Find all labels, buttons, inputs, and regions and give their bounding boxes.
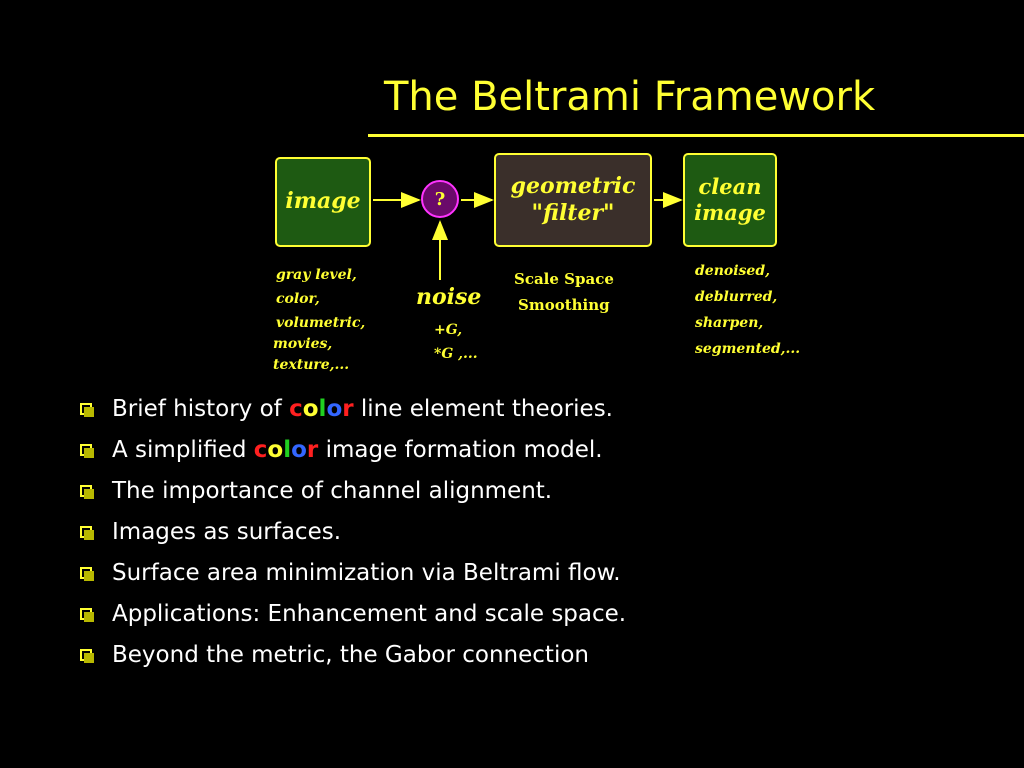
slide-title: The Beltrami Framework: [384, 74, 876, 120]
color-letter: o: [291, 436, 307, 463]
noise-types-list: +G, *G ,...: [434, 318, 478, 366]
bullet-text: Images as surfaces.: [112, 518, 342, 545]
color-letter: c: [289, 395, 303, 422]
filter-box-line-1: geometric: [510, 172, 636, 199]
color-letter: c: [253, 436, 268, 463]
bullet-item: A simplified color image formation model…: [80, 429, 626, 470]
bullet-item: Images as surfaces.: [80, 511, 626, 552]
bullet-text: Surface area minimization via Beltrami f…: [112, 559, 621, 586]
checkbox-bullet-icon: [80, 443, 94, 458]
output-type: denoised,: [695, 263, 770, 279]
input-type: gray level,: [276, 267, 357, 283]
image-box-label: image: [285, 188, 361, 215]
output-types-list: denoised, deblurred, sharpen, segmented,…: [695, 258, 800, 362]
output-type: deblurred,: [695, 289, 778, 305]
bullet-item: Applications: Enhancement and scale spac…: [80, 593, 626, 634]
noise-type: *G ,...: [434, 346, 478, 362]
bullet-text-prefix: A simplified: [112, 436, 254, 463]
bullet-text: Brief history of color line element theo…: [112, 396, 613, 422]
checkbox-bullet-icon: [80, 402, 94, 417]
color-letter: o: [267, 436, 284, 463]
clean-box-line-1: clean: [698, 173, 762, 199]
image-box: image: [275, 157, 371, 247]
bullet-text-suffix: image formation model.: [318, 436, 603, 463]
scale-space-line-2: Smoothing: [518, 296, 610, 314]
checkbox-bullet-icon: [80, 648, 94, 663]
color-letter: o: [302, 395, 319, 422]
bullet-item: Beyond the metric, the Gabor connection: [80, 634, 626, 675]
output-type: segmented,...: [695, 341, 801, 357]
filter-box-line-2: "filter": [531, 200, 615, 226]
input-type: color,: [276, 291, 320, 307]
input-type: movies,: [273, 336, 333, 352]
bullet-text: The importance of channel alignment.: [112, 477, 553, 504]
color-letter: r: [306, 436, 319, 463]
scale-space-line-1: Scale Space: [514, 270, 614, 288]
color-letter: r: [342, 395, 354, 422]
bullet-item: Brief history of color line element theo…: [80, 388, 626, 429]
bullet-text: Applications: Enhancement and scale spac…: [112, 600, 627, 627]
clean-box-line-2: image: [694, 200, 766, 225]
checkbox-bullet-icon: [80, 607, 94, 622]
checkbox-bullet-icon: [80, 566, 94, 581]
question-mark: ?: [434, 188, 446, 210]
bullet-text: A simplified color image formation model…: [112, 437, 603, 463]
clean-image-box: clean image: [683, 153, 777, 247]
unknown-operator-circle: ?: [421, 180, 459, 218]
output-type: sharpen,: [695, 315, 764, 331]
color-letter: l: [318, 395, 327, 422]
noise-label: noise: [416, 284, 482, 310]
title-underline: [368, 134, 1024, 137]
checkbox-bullet-icon: [80, 484, 94, 499]
bullet-text: Beyond the metric, the Gabor connection: [112, 641, 589, 668]
bullet-item: The importance of channel alignment.: [80, 470, 626, 511]
input-type: volumetric,: [276, 315, 366, 331]
color-letter: o: [326, 395, 343, 422]
input-types-list: gray level, color, volumetric, movies, t…: [273, 263, 365, 377]
bullet-text-suffix: line element theories.: [353, 395, 613, 422]
checkbox-bullet-icon: [80, 525, 94, 540]
geometric-filter-box: geometric "filter": [494, 153, 652, 247]
input-type: texture,...: [273, 357, 350, 373]
bullet-item: Surface area minimization via Beltrami f…: [80, 552, 626, 593]
scale-space-label: Scale Space Smoothing: [514, 266, 614, 318]
noise-type: +G,: [434, 322, 463, 338]
color-letter: l: [283, 436, 292, 463]
topic-bullet-list: Brief history of color line element theo…: [80, 388, 626, 675]
bullet-text-prefix: Brief history of: [112, 395, 290, 422]
